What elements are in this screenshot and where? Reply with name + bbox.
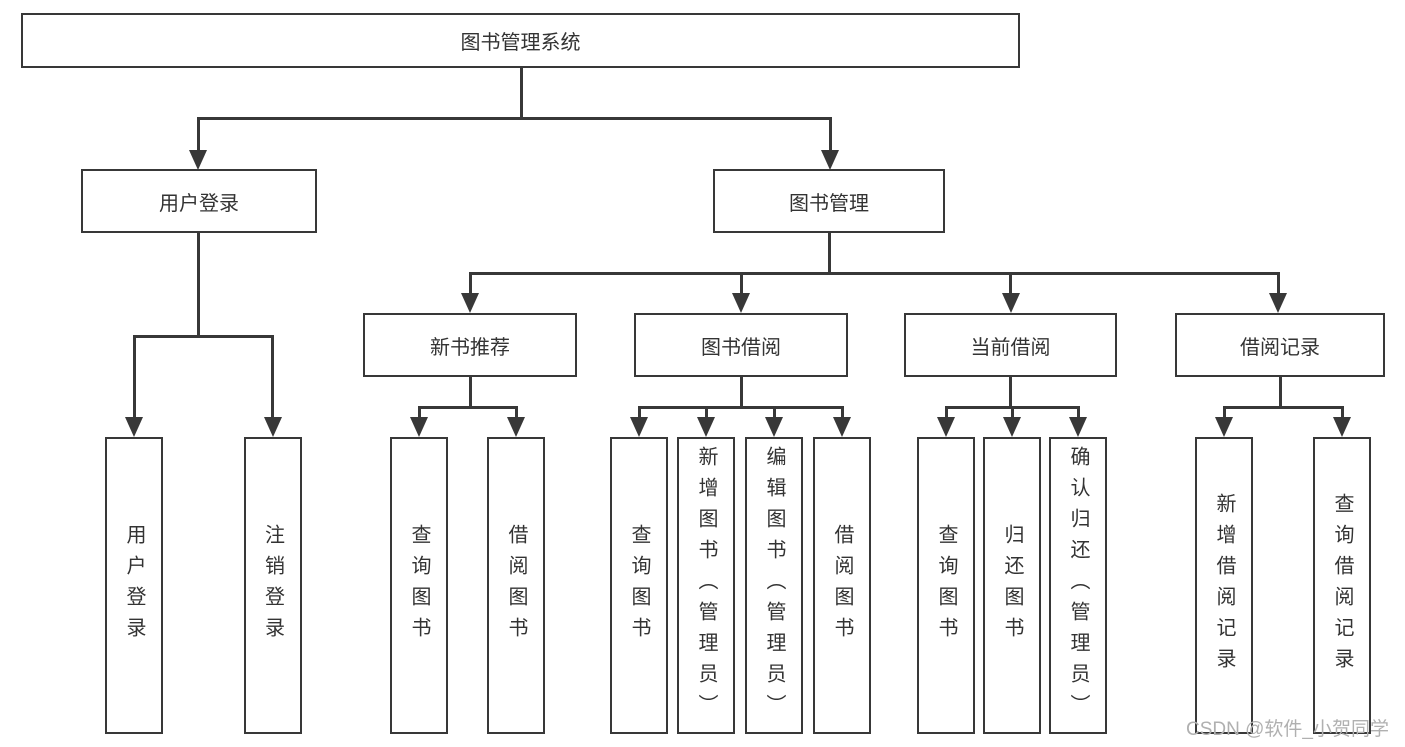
leaf-label: 确认归还（管理员） (1067, 446, 1089, 725)
leaf-label: 新增图书（管理员） (695, 446, 717, 725)
arrow-down-icon (189, 150, 207, 170)
node-edit-books-admin: 编辑图书（管理员） (745, 437, 803, 734)
connector-line (417, 405, 421, 423)
leaf-label: 注销登录 (261, 523, 284, 648)
connector-line (1278, 377, 1282, 407)
node-borrow-records: 借阅记录 (1175, 313, 1385, 377)
connector-line (1009, 271, 1012, 299)
node-query-borrow-record: 查询借阅记录 (1313, 437, 1371, 734)
arrow-down-icon (1001, 293, 1020, 313)
connector-line (739, 271, 743, 299)
leaf-label: 借阅图书 (831, 523, 853, 648)
connector-line (132, 334, 136, 423)
node-borrow-books-1: 借阅图书 (487, 437, 545, 734)
arrow-down-icon (263, 417, 282, 437)
node-query-books-3: 查询图书 (917, 437, 975, 734)
arrow-down-icon (765, 417, 783, 437)
arrow-down-icon (833, 417, 851, 437)
node-user-login-label: 用户登录 (159, 192, 239, 215)
node-logout-leaf: 注销登录 (243, 437, 302, 734)
node-new-book-recommend: 新书推荐 (363, 313, 577, 377)
node-query-books-2: 查询图书 (610, 437, 668, 734)
node-current-borrow: 当前借阅 (904, 313, 1117, 377)
node-current-borrow-label: 当前借阅 (970, 336, 1051, 359)
node-return-books: 归还图书 (983, 437, 1041, 734)
node-new-book-recommend-label: 新书推荐 (430, 336, 510, 359)
arrow-down-icon (125, 417, 143, 437)
arrow-down-icon (630, 417, 648, 437)
arrow-down-icon (1003, 417, 1021, 437)
connector-line (827, 233, 831, 273)
leaf-label: 查询图书 (935, 523, 957, 648)
connector-line (468, 271, 1280, 275)
arrow-down-icon (1069, 417, 1087, 437)
connector-line (514, 405, 518, 423)
node-query-books-1: 查询图书 (390, 437, 448, 734)
leaf-label: 查询图书 (408, 523, 430, 648)
connector-line (704, 405, 708, 423)
node-user-login: 用户登录 (81, 169, 317, 233)
leaf-label: 借阅图书 (505, 523, 527, 648)
node-book-borrow: 图书借阅 (634, 313, 848, 377)
connector-line (739, 377, 743, 407)
connector-line (1009, 377, 1012, 407)
connector-line (944, 405, 948, 423)
connector-line (196, 116, 200, 156)
connector-line (1276, 271, 1280, 299)
node-add-books-admin: 新增图书（管理员） (677, 437, 735, 734)
arrow-down-icon (507, 417, 525, 437)
connector-line (519, 68, 523, 118)
node-book-borrow-label: 图书借阅 (701, 336, 781, 359)
connector-line (1010, 405, 1014, 423)
arrow-down-icon (697, 417, 715, 437)
node-book-management: 图书管理 (713, 169, 945, 233)
csdn-watermark: CSDN @软件_小贺同学 (1186, 719, 1389, 740)
leaf-label: 编辑图书（管理员） (763, 446, 785, 725)
node-root-label: 图书管理系统 (460, 32, 581, 54)
arrow-down-icon (1269, 293, 1287, 313)
node-borrow-records-label: 借阅记录 (1240, 336, 1320, 359)
connector-line (196, 116, 832, 120)
arrow-down-icon (1215, 417, 1233, 437)
connector-line (1222, 405, 1344, 409)
connector-line (417, 405, 518, 409)
leaf-label: 新增借阅记录 (1213, 492, 1235, 679)
connector-line (132, 334, 274, 338)
node-root: 图书管理系统 (21, 13, 1020, 68)
node-add-borrow-record: 新增借阅记录 (1195, 437, 1253, 734)
node-book-management-label: 图书管理 (789, 192, 869, 215)
connector-line (772, 405, 776, 423)
node-confirm-return-admin: 确认归还（管理员） (1049, 437, 1107, 734)
connector-line (196, 233, 200, 336)
connector-line (637, 405, 641, 423)
connector-line (468, 377, 472, 407)
node-user-login-leaf: 用户登录 (105, 437, 163, 734)
arrow-down-icon (410, 417, 428, 437)
arrow-down-icon (732, 293, 750, 313)
arrow-down-icon (1333, 417, 1351, 437)
connector-line (828, 116, 832, 156)
connector-line (840, 405, 844, 423)
connector-line (637, 405, 844, 409)
arrow-down-icon (937, 417, 955, 437)
connector-line (271, 334, 274, 423)
leaf-label: 查询借阅记录 (1331, 492, 1353, 679)
leaf-label: 归还图书 (1001, 523, 1023, 648)
arrow-down-icon (821, 150, 839, 170)
node-borrow-books-2: 借阅图书 (813, 437, 871, 734)
leaf-label: 用户登录 (123, 523, 145, 648)
arrow-down-icon (461, 293, 479, 313)
connector-line (468, 271, 472, 299)
connector-line (1076, 405, 1080, 423)
leaf-label: 查询图书 (628, 523, 650, 648)
connector-line (1340, 405, 1344, 423)
connector-line (1222, 405, 1226, 423)
